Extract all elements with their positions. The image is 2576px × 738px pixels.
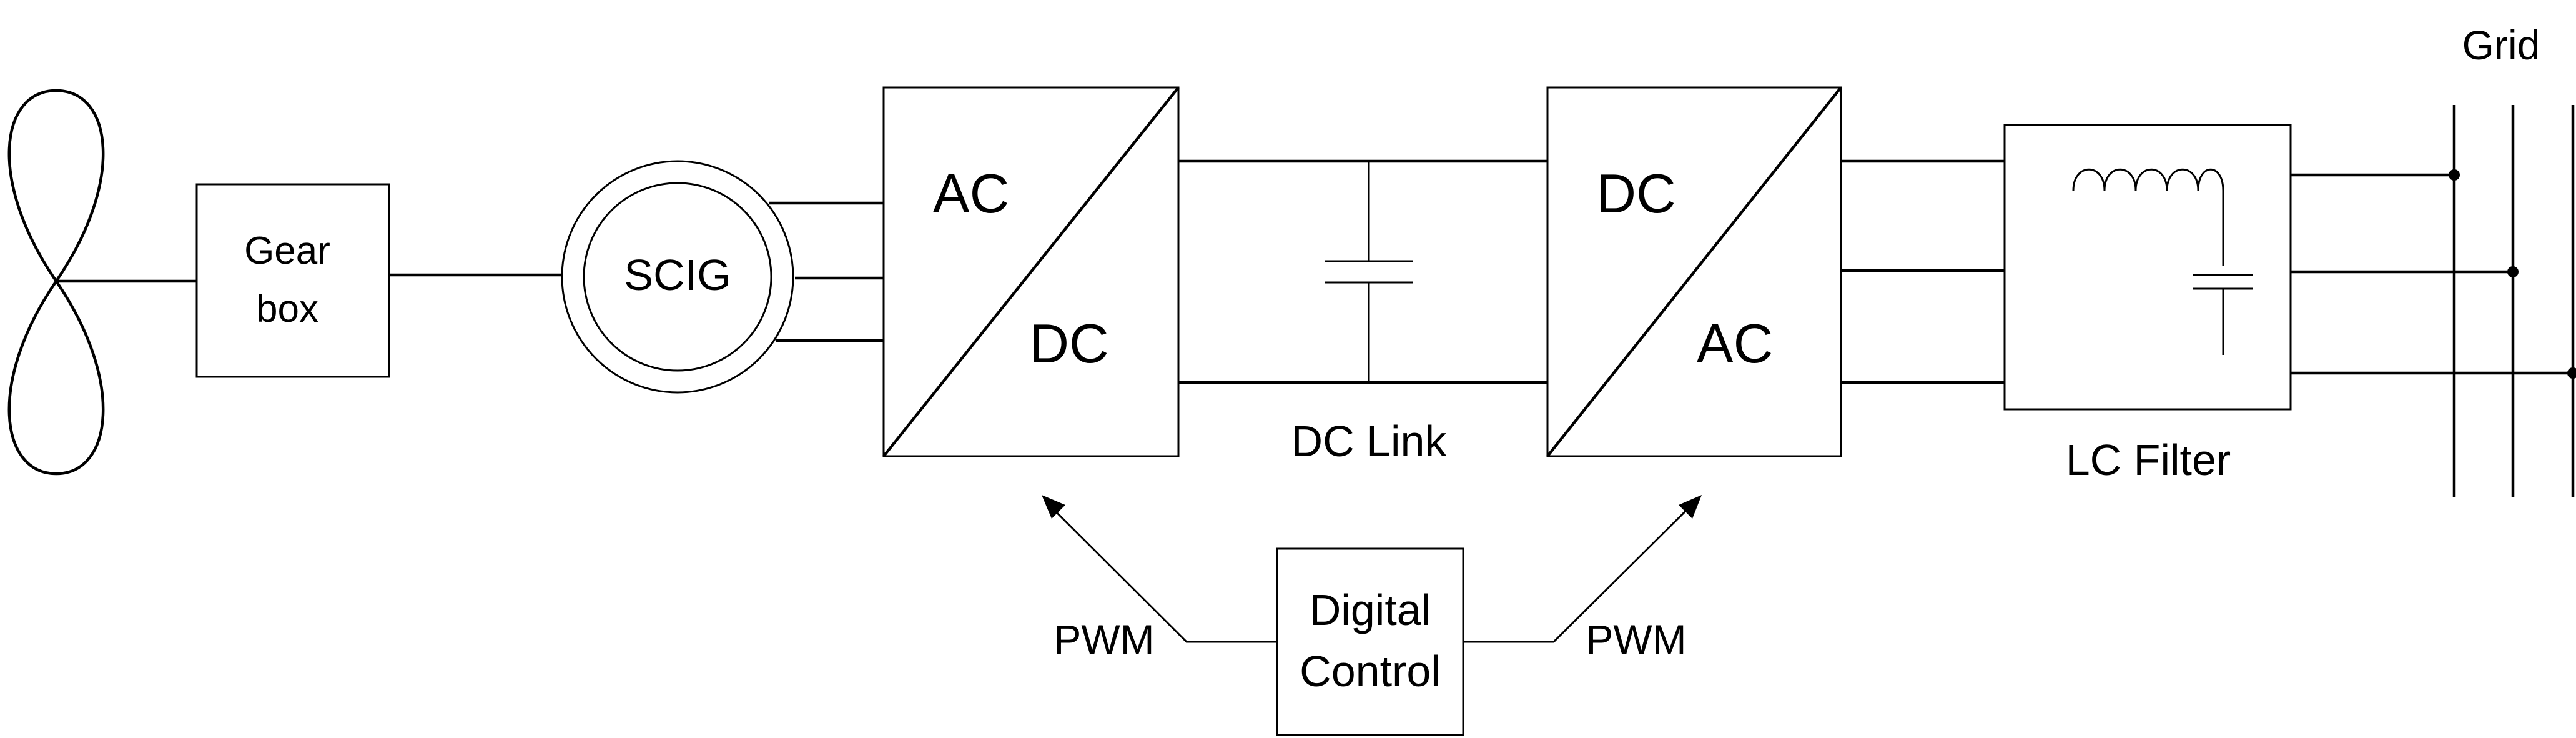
filter-grid-lines	[2291, 173, 2573, 375]
inverter-block: DC AC	[1546, 86, 1842, 457]
inverter-label-ac: AC	[1697, 312, 1773, 374]
gearbox-label-line1: Gear	[244, 229, 330, 272]
generator-inner-ring	[583, 182, 772, 372]
dc-link-bus	[1178, 159, 1547, 384]
generator-rectifier-lines	[769, 201, 884, 342]
rectifier-label-dc: DC	[1029, 312, 1108, 374]
generator: SCIG	[561, 160, 794, 394]
inverter-label-dc: DC	[1596, 162, 1675, 224]
gearbox-block	[195, 183, 390, 378]
capacitor-icon	[1325, 260, 1413, 284]
lc-filter-label: LC Filter	[2066, 436, 2231, 484]
digital-control-block	[1276, 547, 1464, 736]
lc-filter-block	[2003, 124, 2292, 411]
digital-control-label-line1: Digital	[1310, 586, 1431, 634]
gearbox-label-line2: box	[256, 287, 318, 331]
grid-busbars	[2449, 105, 2576, 497]
generator-outer-ring	[561, 160, 794, 394]
inductor-icon	[2072, 168, 2224, 266]
pwm-signal-rectifier	[1042, 495, 1277, 643]
generator-label: SCIG	[624, 251, 731, 299]
rectifier-block: AC DC	[882, 86, 1180, 457]
inverter-filter-lines	[1841, 159, 2005, 384]
rectifier-label-ac: AC	[933, 162, 1009, 224]
capacitor-icon	[2193, 274, 2253, 355]
pwm-right-label: PWM	[1586, 616, 1686, 662]
dc-link-label: DC Link	[1291, 417, 1448, 466]
digital-control-label-line2: Control	[1300, 647, 1441, 696]
pwm-left-label: PWM	[1054, 616, 1154, 662]
pwm-signal-inverter	[1463, 495, 1702, 643]
grid-label: Grid	[2462, 22, 2540, 68]
